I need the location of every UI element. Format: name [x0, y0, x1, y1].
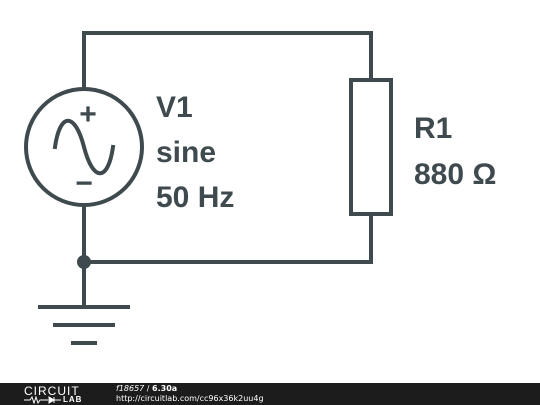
circuit-id: f18657	[116, 384, 145, 393]
circuitlab-logo-text: CIRCUIT	[24, 384, 80, 398]
circuit-url-link[interactable]: http://circuitlab.com/cc96x36k2uu4g	[116, 394, 264, 403]
circuit-schematic: + − V1 sine 50 Hz R1 880 Ω	[24, 31, 496, 345]
minus-sign: −	[75, 167, 93, 200]
version-label: 6.30a	[152, 384, 178, 393]
resistor-value-label: 880 Ω	[414, 158, 496, 191]
source-name-label: V1	[156, 91, 193, 124]
resistor-body	[349, 78, 393, 216]
circuit-meta: f18657 / 6.30a	[116, 384, 177, 393]
voltage-source-circle	[24, 87, 144, 207]
top-wire	[82, 31, 373, 90]
plus-sign: +	[79, 98, 97, 131]
resistor-name-label: R1	[414, 112, 452, 145]
footer-bar: CIRCUIT LAB f18657 / 6.30a http://circui…	[0, 383, 540, 405]
junction-node	[77, 255, 91, 269]
circuitlab-logo-lab: LAB	[63, 395, 83, 404]
sine-wave-icon	[52, 118, 116, 176]
circuit-wire-icon	[24, 396, 61, 404]
source-frequency-label: 50 Hz	[156, 181, 234, 214]
meta-separator: /	[144, 384, 153, 393]
source-type-label: sine	[156, 136, 216, 169]
bottom-wire	[82, 204, 373, 264]
